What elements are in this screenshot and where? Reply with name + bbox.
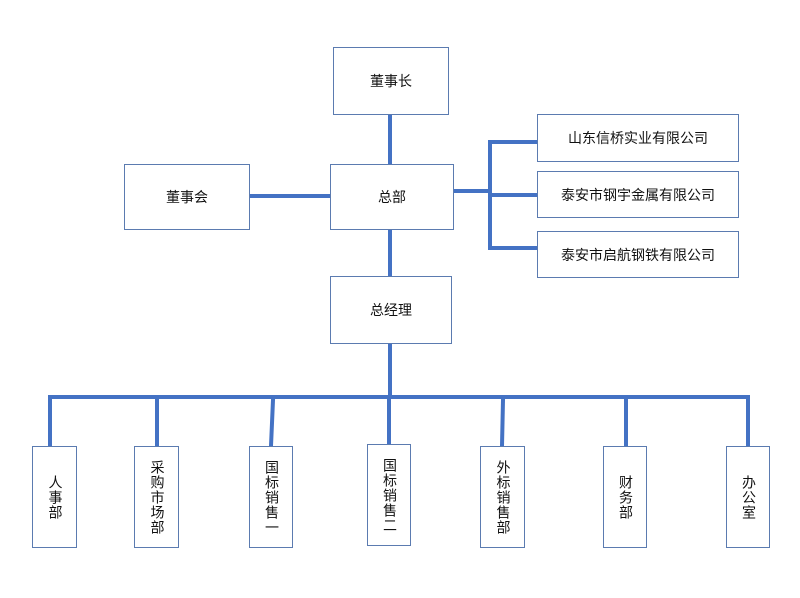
- line-drop-3: [268, 397, 276, 449]
- line-drop-5: [499, 397, 506, 449]
- department-box-5: 外标销售部: [480, 446, 525, 548]
- board-box: 董事会: [124, 164, 250, 230]
- board-label: 董事会: [166, 190, 208, 206]
- subsidiary-label: 泰安市启航钢铁有限公司: [561, 247, 715, 264]
- subsidiary-label: 泰安市钢宇金属有限公司: [561, 187, 715, 204]
- department-label: 人事部: [46, 474, 63, 520]
- department-box-6: 财务部: [603, 446, 647, 548]
- department-label: 采购市场部: [148, 459, 165, 535]
- department-label: 国标销售一: [263, 459, 279, 535]
- department-box-3: 国标销售一: [249, 446, 293, 548]
- department-box-7: 办公室: [726, 446, 770, 548]
- department-label: 外标销售部: [494, 459, 511, 535]
- department-box-1: 人事部: [32, 446, 77, 548]
- chairman-box: 董事长: [333, 47, 449, 115]
- department-label: 国标销售二: [381, 457, 397, 533]
- general-manager-label: 总经理: [370, 303, 412, 319]
- department-label: 财务部: [617, 474, 633, 520]
- department-label: 办公室: [740, 474, 756, 520]
- subsidiary-box-1: 山东信桥实业有限公司: [537, 114, 739, 162]
- subsidiary-box-2: 泰安市钢宇金属有限公司: [537, 171, 739, 218]
- general-manager-box: 总经理: [330, 276, 452, 344]
- department-box-4: 国标销售二: [367, 444, 411, 546]
- subsidiary-label: 山东信桥实业有限公司: [568, 131, 708, 147]
- department-box-2: 采购市场部: [134, 446, 179, 548]
- headquarters-box: 总部: [330, 164, 454, 230]
- subsidiary-box-3: 泰安市启航钢铁有限公司: [537, 231, 739, 278]
- headquarters-label: 总部: [378, 190, 406, 206]
- chairman-label: 董事长: [370, 74, 412, 90]
